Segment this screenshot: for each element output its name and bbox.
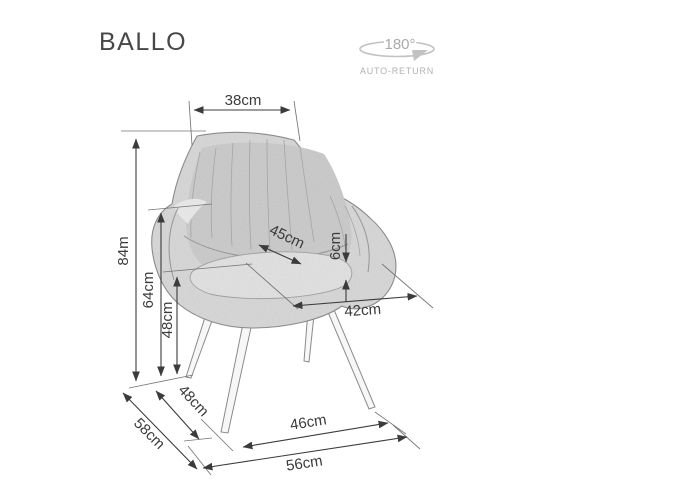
rotation-arrow-icon bbox=[359, 40, 435, 58]
rotation-degrees: 180° bbox=[384, 36, 415, 53]
dim-base-depth: 48cm bbox=[155, 382, 212, 440]
rotation-arrowhead-icon bbox=[412, 50, 428, 61]
dim-label-armrest-height: 64cm bbox=[140, 272, 157, 309]
ext-front-width-right bbox=[374, 411, 407, 435]
dim-label-total-height: 84m bbox=[115, 236, 132, 265]
dim-label-cushion-thickness: 6cm bbox=[327, 232, 344, 260]
auto-return-label: AUTO-RETURN bbox=[360, 66, 434, 76]
dim-total-height: 84m bbox=[115, 138, 140, 382]
dim-seat-height: 48cm bbox=[159, 276, 181, 375]
dim-label-seat-depth: 42cm bbox=[344, 301, 382, 321]
page-title: BALLO bbox=[99, 28, 187, 56]
left-armrest-inner-edge bbox=[168, 207, 179, 281]
ext-ground-left bbox=[128, 374, 194, 389]
dim-total-width: 56cm bbox=[202, 434, 408, 475]
ext-seat-level bbox=[162, 263, 253, 273]
ext-armrest-level bbox=[147, 203, 213, 211]
ext-seat-depth-left bbox=[245, 262, 299, 310]
rotation-badge: 180° AUTO-RETURN bbox=[359, 34, 435, 76]
dim-label-seat-height: 48cm bbox=[159, 302, 176, 339]
ext-total-width-left bbox=[187, 445, 212, 476]
dim-backrest-width: 38cm bbox=[193, 92, 291, 114]
right-armrest-inner-edge bbox=[351, 205, 370, 273]
ext-backrest-right bbox=[293, 100, 301, 142]
dim-label-total-width: 56cm bbox=[285, 452, 324, 474]
ext-backrest-left bbox=[188, 100, 193, 146]
dim-front-width: 46cm bbox=[242, 411, 389, 450]
ext-seat-depth-right bbox=[381, 263, 434, 309]
dim-label-front-width: 46cm bbox=[289, 411, 328, 434]
dim-seat-depth: 42cm bbox=[292, 292, 418, 321]
chair-backrest-inner bbox=[186, 142, 352, 282]
backrest-stitching bbox=[190, 138, 361, 257]
dim-armrest-height: 64cm bbox=[140, 212, 165, 377]
dim-label-backrest-width: 38cm bbox=[225, 92, 262, 109]
dim-label-base-depth: 48cm bbox=[175, 382, 212, 420]
dim-label-total-depth: 58cm bbox=[130, 415, 168, 453]
